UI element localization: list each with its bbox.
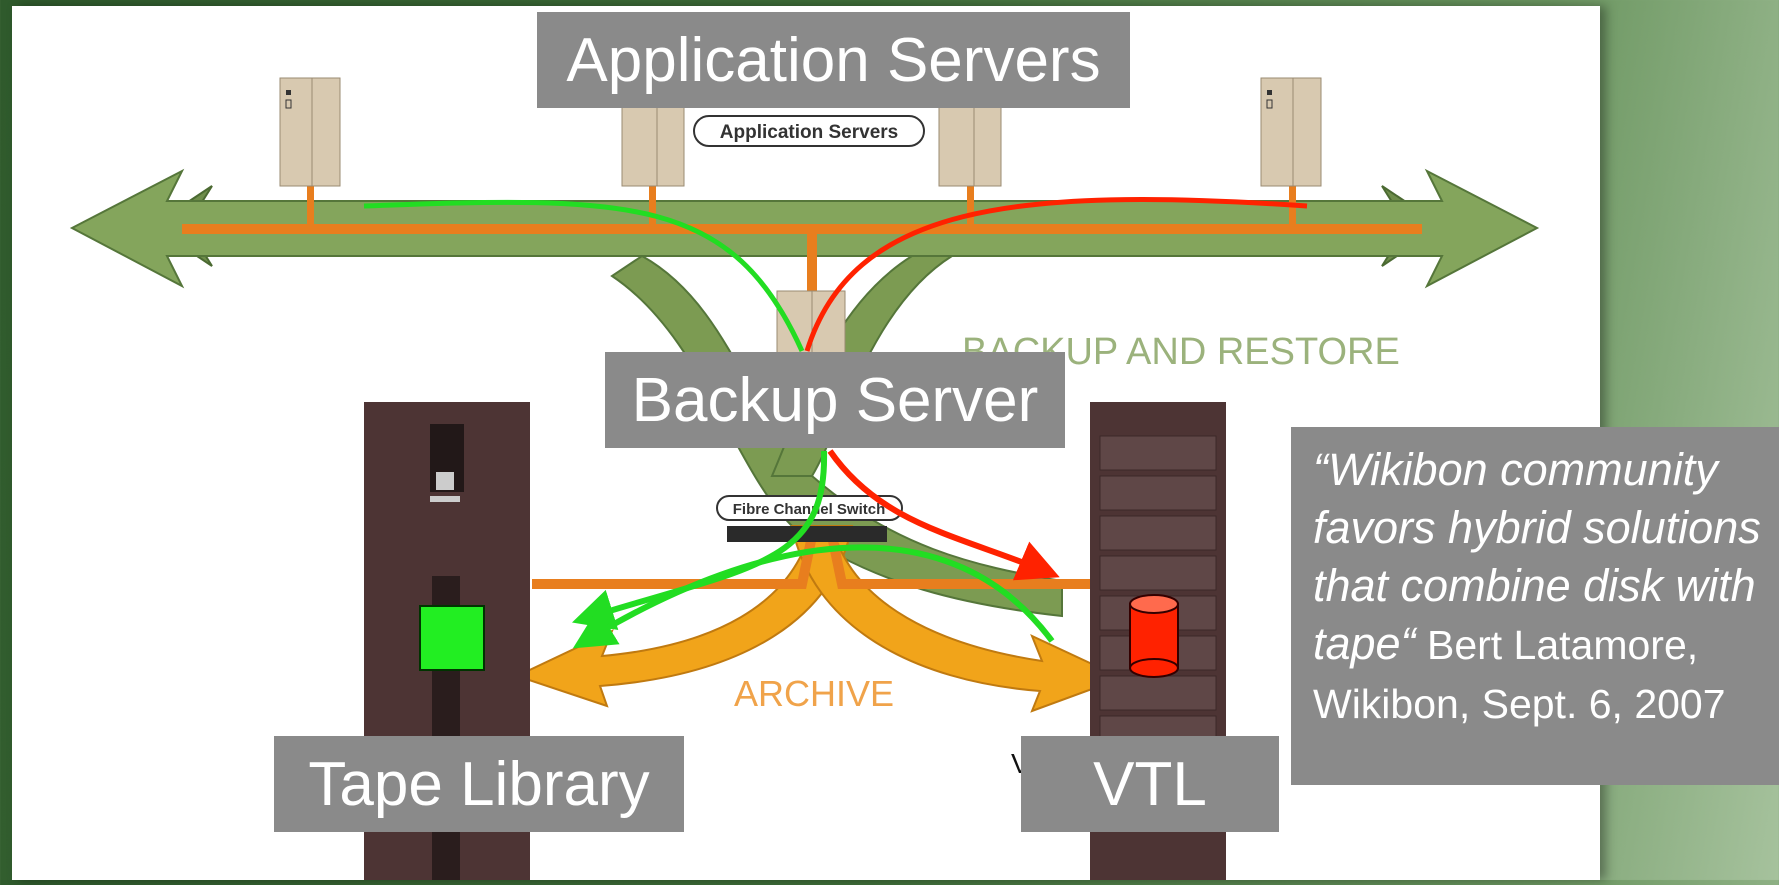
fc-switch-device [727,526,887,542]
orange-link-backup [807,232,817,302]
disk-cylinder-icon [1129,594,1179,678]
orange-bus-line [182,224,1422,234]
app-server-1 [279,77,341,187]
application-servers-title: Application Servers [537,12,1130,108]
app-server-4 [1260,77,1322,187]
tape-library-title: Tape Library [274,736,684,832]
orange-link-1 [307,184,314,228]
archive-label: ARCHIVE [734,673,894,714]
green-path-app-to-backup [363,199,805,353]
app-server-3 [938,103,1002,187]
red-path-backup-to-vtl [827,449,1060,581]
quote-text: “Wikibon community favors hybrid solutio… [1313,444,1761,669]
orange-link-2 [649,184,656,228]
app-servers-pill-label: Application Servers [720,122,898,143]
archive-arrow-right [790,525,1125,713]
app-servers-pill [693,115,925,147]
tape-media-icon [419,605,485,671]
quote-callout: “Wikibon community favors hybrid solutio… [1291,427,1779,785]
fc-switch-label: Fibre Channel Switch [733,501,886,518]
network-diagram: Application Servers Fibre Channel Switch [69,77,1540,880]
backup-server-title: Backup Server [605,352,1065,448]
orange-link-3 [967,184,974,228]
orange-link-vtl [827,534,1092,589]
vtl-title: VTL [1021,736,1279,832]
app-server-2 [621,103,685,187]
archive-arrow-left [514,525,854,708]
quote-attribution: Bert Latamore, Wikibon, Sept. 6, 2007 [1313,622,1726,727]
red-path-app-to-backup [804,196,1308,352]
green-path-vtl-to-tape [572,544,1055,649]
